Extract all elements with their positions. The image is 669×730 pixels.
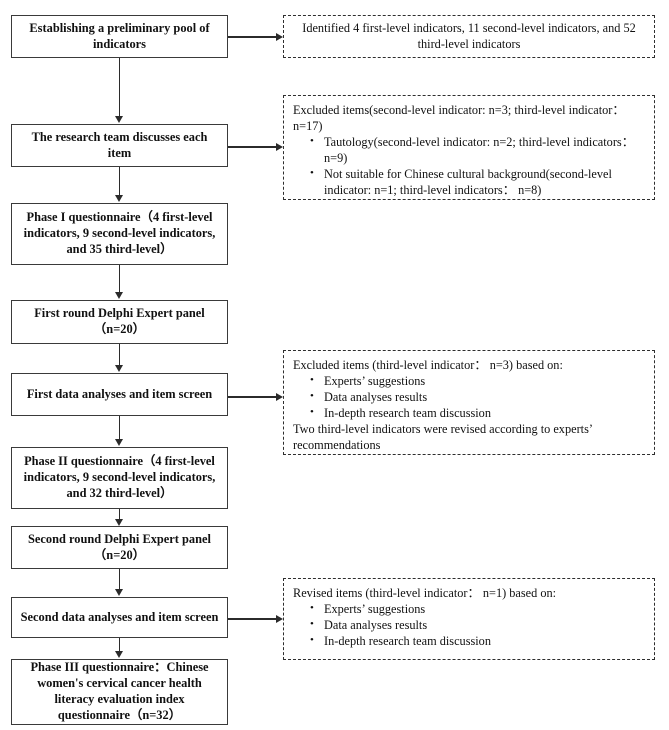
connector-arrow-2-3 (115, 195, 123, 202)
process-line: questionnaire（n=32） (57, 707, 182, 722)
process-line: item (107, 145, 132, 160)
process-line: and 35 third-level） (66, 241, 173, 256)
annotation-bullet-list: Tautology(second-level indicator: n=2; t… (293, 134, 645, 199)
process-line: The research team discusses each (31, 129, 208, 144)
process-line: women's cervical cancer health (37, 676, 202, 691)
connector-line-7-8 (118, 569, 120, 590)
connector-line-1-2 (118, 58, 120, 117)
process-box-phase-2-questionnaire: Phase II questionnaire（4 first-level ind… (11, 447, 228, 509)
annotation-bullet: Data analyses results (310, 617, 645, 634)
annotation-box-identified-indicators: Identified 4 first-level indicators, 11 … (283, 15, 655, 58)
connector-line-8-9 (118, 638, 120, 652)
process-line: indicators (92, 36, 146, 51)
connector-line-4-5 (118, 344, 120, 366)
process-box-first-data-analyses: First data analyses and item screen (11, 373, 228, 416)
connector-line-6-7 (118, 509, 120, 520)
annotation-bullet-list: Experts’ suggestions Data analyses resul… (293, 601, 645, 650)
annotation-bullet: Tautology(second-level indicator: n=2; t… (310, 134, 645, 167)
process-line: First data analyses and item screen (26, 386, 213, 401)
connector-arrow-step1-note1 (276, 32, 283, 41)
connector-line-step1-note1 (228, 36, 276, 38)
annotation-bullet-list: Experts’ suggestions Data analyses resul… (293, 373, 645, 422)
process-line: Phase II questionnaire（4 first-level (24, 454, 215, 469)
process-box-first-delphi-panel: First round Delphi Expert panel （n=20） (11, 300, 228, 344)
annotation-bullet: Experts’ suggestions (310, 601, 645, 618)
annotation-lead: Excluded items(second-level indicator: n… (293, 103, 625, 133)
connector-arrow-7-8 (115, 589, 123, 596)
annotation-box-second-screen-revisions: Revised items (third-level indicator： n=… (283, 578, 655, 660)
process-line: indicators, 9 second-level indicators, (23, 226, 216, 241)
process-line: Phase III questionnaire：Chinese (30, 660, 209, 675)
process-line: （n=20） (93, 322, 146, 336)
connector-line-5-6 (118, 416, 120, 439)
annotation-box-first-screen-exclusions: Excluded items (third-level indicator： n… (283, 350, 655, 455)
process-line: First round Delphi Expert panel (34, 306, 205, 321)
connector-arrow-3-4 (115, 292, 123, 299)
connector-arrow-step8-note4 (276, 614, 283, 623)
annotation-tail: Two third-level indicators were revised … (293, 421, 593, 452)
annotation-box-excluded-items: Excluded items(second-level indicator: n… (283, 95, 655, 200)
connector-arrow-8-9 (115, 651, 123, 658)
connector-line-3-4 (118, 265, 120, 293)
process-line: Phase I questionnaire（4 first-level (26, 210, 213, 225)
annotation-lead: Revised items (third-level indicator： n=… (293, 586, 557, 600)
connector-line-2-3 (118, 167, 120, 196)
annotation-bullet: Experts’ suggestions (310, 373, 645, 390)
connector-line-step2-note2 (228, 146, 276, 148)
process-box-research-team-discussion: The research team discusses each item (11, 124, 228, 167)
process-box-establishing-pool: Establishing a preliminary pool of indic… (11, 15, 228, 58)
process-box-second-delphi-panel: Second round Delphi Expert panel （n=20） (11, 526, 228, 569)
process-box-second-data-analyses: Second data analyses and item screen (11, 597, 228, 638)
process-line: Second data analyses and item screen (20, 609, 219, 624)
process-line: Establishing a preliminary pool of (29, 20, 210, 35)
annotation-bullet: In-depth research team discussion (310, 405, 645, 422)
connector-arrow-6-7 (115, 519, 123, 526)
annotation-lead: Identified 4 first-level indicators, 11 … (302, 21, 636, 51)
process-box-phase-3-questionnaire: Phase III questionnaire：Chinese women's … (11, 659, 228, 725)
connector-arrow-step5-note3 (276, 392, 283, 401)
process-line: indicators, 9 second-level indicators, (23, 470, 216, 485)
connector-arrow-5-6 (115, 439, 123, 446)
connector-line-step8-note4 (228, 618, 276, 620)
connector-arrow-4-5 (115, 365, 123, 372)
annotation-bullet: In-depth research team discussion (310, 633, 645, 650)
process-line: Second round Delphi Expert panel (28, 531, 211, 546)
process-box-phase-1-questionnaire: Phase I questionnaire（4 first-level indi… (11, 203, 228, 265)
annotation-bullet: Not suitable for Chinese cultural backgr… (310, 166, 645, 199)
connector-arrow-1-2 (115, 116, 123, 123)
connector-line-step5-note3 (228, 396, 276, 398)
process-line: and 32 third-level） (66, 485, 173, 500)
annotation-lead: Excluded items (third-level indicator： n… (293, 358, 563, 372)
connector-arrow-step2-note2 (276, 142, 283, 151)
process-line: literacy evaluation index (54, 692, 185, 706)
annotation-bullet: Data analyses results (310, 389, 645, 406)
process-line: （n=20） (93, 547, 146, 562)
